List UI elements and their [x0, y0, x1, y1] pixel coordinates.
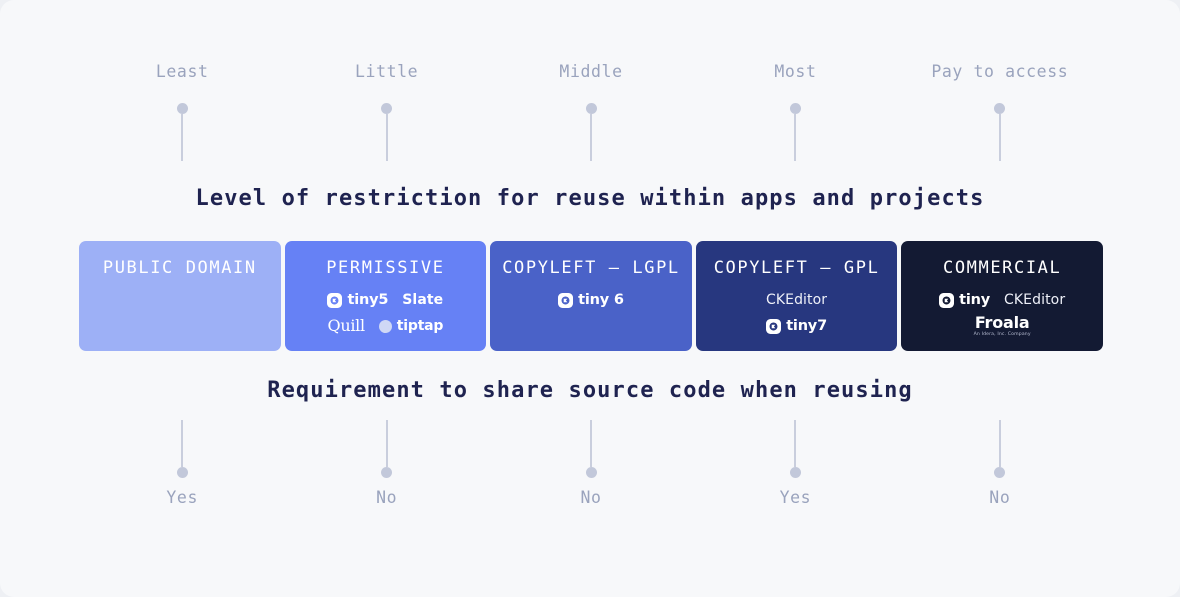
brand-tiny: tiny5	[327, 291, 389, 308]
brand-label: Quill	[327, 316, 366, 335]
brand-label: Froala	[974, 312, 1030, 332]
scale-tick-stem	[385, 113, 388, 161]
scale-tick-dot	[994, 467, 1006, 478]
brand-tiptap: tiptap	[378, 318, 444, 334]
scale-tick-label: Most	[774, 62, 817, 81]
scale-tick-label: Pay to access	[931, 62, 1069, 81]
segment-logo-row: tiny 6	[558, 290, 624, 310]
scale-tick-stem	[181, 420, 184, 467]
scale-tick-3: Most	[693, 62, 897, 174]
scale-tick-0: Least	[80, 62, 284, 174]
tiny-logo-icon	[558, 292, 574, 308]
bottom-scale: Yes No No Yes No	[80, 420, 1102, 530]
scale-tick-dot	[585, 467, 597, 478]
scale-tick-dot	[994, 102, 1006, 114]
scale-tick-stem	[794, 420, 797, 467]
scale-tick-dot	[585, 102, 597, 114]
segment-logo-row: tiny CKEditor	[939, 290, 1065, 310]
scale-tick-label: Middle	[559, 62, 623, 81]
scale-tick-dot	[381, 102, 393, 114]
segment-title: COPYLEFT — GPL	[713, 258, 880, 278]
bottom-caption: Requirement to share source code when re…	[267, 378, 913, 403]
segment-title: COMMERCIAL	[942, 258, 1062, 278]
brand-tiny: tiny7	[766, 317, 827, 334]
spectrum-segment-2[interactable]: COPYLEFT — LGPL tiny 6	[490, 241, 692, 351]
scale-tick-stem	[998, 113, 1001, 161]
scale-tick-label: Least	[155, 62, 209, 81]
scale-tick-dot	[381, 467, 393, 478]
segment-logo-row: tiny7	[766, 316, 827, 336]
top-scale: Least Little Middle Most Pay to access	[80, 62, 1102, 174]
brand-slate: Slate	[402, 292, 444, 308]
tiny-logo-icon	[766, 318, 782, 334]
scale-tick-0: Yes	[80, 420, 284, 530]
scale-tick-dot	[176, 467, 188, 478]
top-caption: Level of restriction for reuse within ap…	[195, 186, 985, 211]
scale-tick-3: Yes	[693, 420, 897, 530]
scale-tick-2: No	[489, 420, 693, 530]
segment-logos: CKEditor tiny7	[766, 290, 827, 336]
brand-quill: Quill	[327, 316, 366, 335]
brand-tiny: tiny 6	[558, 291, 624, 308]
scale-tick-1: No	[284, 420, 488, 530]
brand-label: tiny	[959, 291, 991, 308]
segment-logo-row: CKEditor	[766, 290, 827, 310]
scale-tick-2: Middle	[489, 62, 693, 174]
tiny-logo-icon	[327, 292, 343, 308]
segment-title: PUBLIC DOMAIN	[102, 258, 257, 278]
scale-tick-stem	[181, 113, 184, 161]
brand-label: tiny5	[347, 291, 389, 308]
segment-title: PERMISSIVE	[326, 258, 445, 278]
scale-tick-stem	[794, 113, 797, 161]
segment-title: COPYLEFT — LGPL	[502, 258, 680, 278]
scale-tick-label: Yes	[779, 488, 812, 507]
scale-tick-dot	[789, 467, 801, 478]
tiptap-logo-icon	[378, 319, 392, 333]
brand-label: tiny 6	[578, 291, 624, 308]
scale-tick-stem	[385, 420, 388, 467]
segment-logos: tiny 6	[558, 290, 624, 310]
scale-tick-1: Little	[284, 62, 488, 174]
scale-tick-4: Pay to access	[898, 62, 1102, 174]
segment-logo-row: Quill tiptap	[328, 316, 444, 336]
scale-tick-label: Little	[355, 62, 419, 81]
brand-sublabel: An Idera, Inc. Company	[973, 331, 1031, 337]
tiny-logo-icon	[939, 292, 955, 308]
scale-tick-label: No	[580, 488, 602, 507]
scale-tick-label: No	[989, 488, 1011, 507]
scale-tick-label: No	[376, 488, 398, 507]
scale-tick-stem	[590, 420, 593, 467]
brand-label: tiny7	[786, 317, 827, 334]
brand-label: tiptap	[396, 318, 444, 334]
scale-tick-label: Yes	[166, 488, 198, 507]
scale-tick-dot	[176, 102, 188, 114]
scale-tick-dot	[789, 102, 801, 114]
brand-tiny: tiny	[939, 291, 991, 308]
spectrum-segment-0[interactable]: PUBLIC DOMAIN	[79, 241, 281, 351]
brand-ckeditor: CKEditor	[1004, 292, 1066, 308]
segment-logo-row: tiny5 Slate	[327, 290, 443, 310]
scale-tick-4: No	[898, 420, 1102, 530]
scale-tick-stem	[998, 420, 1001, 467]
brand-ckeditor: CKEditor	[765, 292, 828, 308]
spectrum-segment-3[interactable]: COPYLEFT — GPL CKEditor tiny7	[695, 241, 898, 351]
scale-tick-stem	[590, 113, 593, 161]
